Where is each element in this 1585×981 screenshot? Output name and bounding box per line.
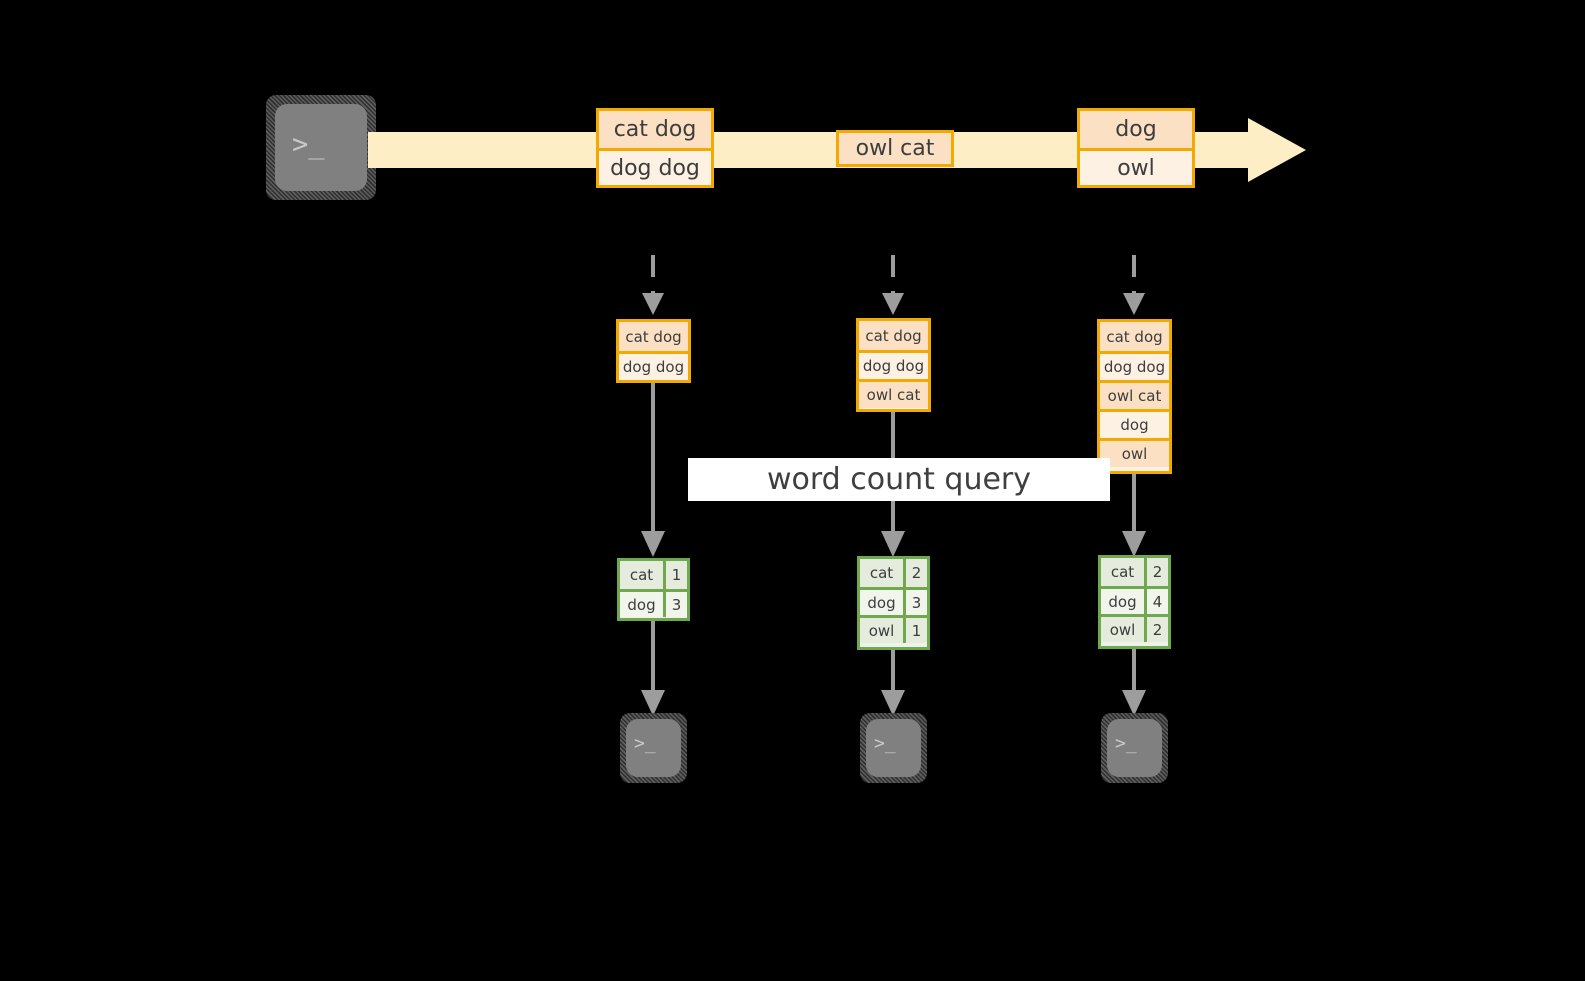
input-table-2: cat dog dog dog owl cat [856, 318, 931, 412]
source-terminal-icon: >_ [266, 95, 376, 200]
count-cell: 2 [903, 559, 927, 587]
table-row: owl 1 [860, 615, 927, 643]
table-row: cat 2 [1101, 558, 1168, 586]
count-cell: 3 [903, 590, 927, 615]
sink-terminal-icon-3: >_ [1101, 713, 1168, 783]
word-cell: owl [860, 618, 903, 643]
count-cell: 2 [1144, 558, 1168, 586]
input-table-1: cat dog dog dog [616, 319, 691, 383]
table-row: cat 2 [860, 559, 927, 587]
snapshot-tap-arrow-1 [637, 255, 669, 317]
terminal-prompt-glyph: >_ [292, 129, 325, 160]
terminal-prompt-glyph: >_ [874, 733, 896, 754]
input-table-row: dog dog [619, 351, 688, 380]
count-cell: 3 [663, 592, 687, 617]
terminal-body [1107, 719, 1162, 777]
word-cell: dog [1101, 589, 1144, 614]
input-table-row: dog dog [859, 350, 928, 379]
count-cell: 4 [1144, 589, 1168, 614]
input-table-row: dog dog [1100, 351, 1169, 380]
word-count-table-3: cat 2 dog 4 owl 2 [1098, 555, 1171, 649]
query-arrow-3 [1118, 474, 1150, 558]
query-label-text: word count query [766, 462, 1032, 497]
stream-record-line: dog [1080, 111, 1192, 148]
snapshot-tap-arrow-2 [877, 255, 909, 317]
query-arrow-1 [637, 383, 669, 558]
input-table-3: cat dog dog dog owl cat dog owl [1097, 319, 1172, 474]
snapshot-tap-arrow-3 [1118, 255, 1150, 317]
stream-record-group-1: cat dog dog dog [596, 108, 714, 188]
table-row: dog 3 [620, 589, 687, 617]
stream-record-line: owl cat [839, 133, 951, 164]
sink-arrow-1 [637, 621, 669, 717]
input-table-row: cat dog [859, 321, 928, 350]
word-cell: dog [860, 590, 903, 615]
word-cell: cat [860, 559, 903, 587]
terminal-prompt-glyph: >_ [634, 733, 656, 754]
input-table-row: owl cat [1100, 380, 1169, 409]
terminal-body [866, 719, 921, 777]
stream-record-line: dog dog [599, 148, 711, 185]
stream-record-line: owl [1080, 148, 1192, 185]
sink-arrow-2 [877, 650, 909, 717]
terminal-prompt-glyph: >_ [1115, 733, 1137, 754]
sink-terminal-icon-1: >_ [620, 713, 687, 783]
table-row: owl 2 [1101, 614, 1168, 642]
word-cell: dog [620, 592, 663, 617]
word-count-table-2: cat 2 dog 3 owl 1 [857, 556, 930, 650]
word-cell: cat [1101, 558, 1144, 586]
word-cell: cat [620, 561, 663, 589]
count-cell: 2 [1144, 617, 1168, 642]
count-cell: 1 [663, 561, 687, 589]
terminal-body [626, 719, 681, 777]
stream-record-group-3: dog owl [1077, 108, 1195, 188]
query-label: word count query [688, 458, 1110, 501]
input-table-row: owl [1100, 438, 1169, 467]
word-cell: owl [1101, 617, 1144, 642]
input-table-row: owl cat [859, 379, 928, 408]
count-cell: 1 [903, 618, 927, 643]
table-row: dog 3 [860, 587, 927, 615]
terminal-body [275, 104, 367, 191]
table-row: dog 4 [1101, 586, 1168, 614]
input-table-row: cat dog [619, 322, 688, 351]
stream-record-group-2: owl cat [836, 130, 954, 167]
stream-record-line: cat dog [599, 111, 711, 148]
table-row: cat 1 [620, 561, 687, 589]
input-table-row: cat dog [1100, 322, 1169, 351]
word-count-table-1: cat 1 dog 3 [617, 558, 690, 621]
input-table-row: dog [1100, 409, 1169, 438]
sink-terminal-icon-2: >_ [860, 713, 927, 783]
sink-arrow-3 [1118, 649, 1150, 717]
